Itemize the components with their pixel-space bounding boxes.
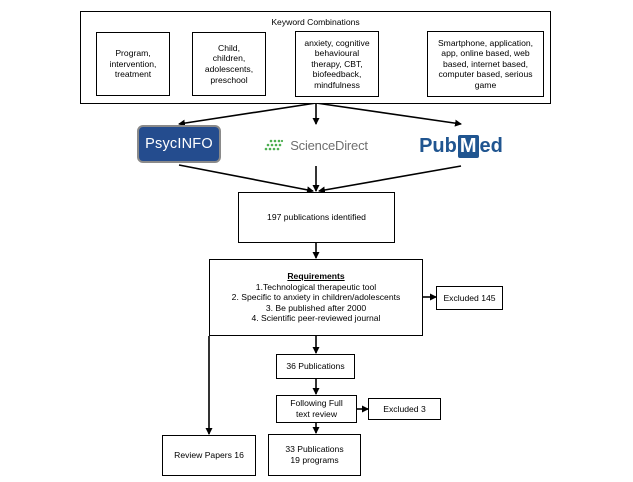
review-line: Following Full bbox=[290, 398, 343, 409]
keyword-line: computer based, serious bbox=[438, 69, 533, 80]
arrow-keywords-to-psycinfo bbox=[178, 102, 317, 127]
identified-text: 197 publications identified bbox=[267, 212, 366, 223]
psycinfo-logo: PsycINFO bbox=[137, 125, 221, 163]
keyword-line: treatment bbox=[114, 69, 152, 80]
requirement-item: 2. Specific to anxiety in children/adole… bbox=[231, 292, 401, 303]
full-text-review-box: Following Full text review bbox=[276, 395, 357, 423]
keyword-line: therapy, CBT, bbox=[311, 58, 363, 69]
excluded-145-box: Excluded 145 bbox=[436, 286, 503, 310]
publications-36-box: 36 Publications bbox=[276, 354, 355, 379]
keyword-line: preschool bbox=[210, 74, 248, 85]
sciencedirect-logo-text: ScienceDirect bbox=[290, 137, 368, 153]
keyword-group-program: Program, intervention, treatment bbox=[96, 32, 170, 96]
publications-36-text: 36 Publications bbox=[286, 361, 345, 372]
final-line: 19 programs bbox=[290, 455, 339, 465]
excluded-145-text: Excluded 145 bbox=[443, 292, 496, 303]
sciencedirect-logo: ScienceDirect bbox=[254, 126, 378, 164]
review-papers-box: Review Papers 16 bbox=[162, 435, 256, 476]
pubmed-logo-m: M bbox=[457, 134, 479, 158]
keyword-line: Program, bbox=[115, 48, 151, 59]
review-line: text review bbox=[295, 409, 338, 419]
excluded-3-text: Excluded 3 bbox=[383, 403, 426, 414]
arrow-keywords-to-pubmed bbox=[315, 102, 462, 127]
psycinfo-logo-text: PsycINFO bbox=[145, 136, 213, 152]
pubmed-logo-pub: Pub bbox=[419, 134, 457, 157]
keyword-combinations-title: Keyword Combinations bbox=[271, 17, 360, 27]
keyword-line: anxiety, cognitive bbox=[304, 37, 370, 48]
sciencedirect-dots-icon bbox=[264, 139, 284, 151]
arrow-psycinfo-to-identified bbox=[178, 164, 314, 194]
excluded-3-box: Excluded 3 bbox=[368, 398, 441, 420]
keyword-group-technology: Smartphone, application, app, online bas… bbox=[427, 31, 544, 97]
keyword-line: mindfulness bbox=[314, 79, 360, 90]
keyword-group-children: Child, children, adolescents, preschool bbox=[192, 32, 266, 96]
requirements-title: Requirements bbox=[287, 271, 345, 282]
keyword-group-therapy: anxiety, cognitive behavioural therapy, … bbox=[295, 31, 379, 97]
keyword-line: children, bbox=[212, 53, 246, 64]
final-line: 33 Publications bbox=[285, 444, 344, 455]
keyword-line: based, internet based, bbox=[442, 58, 529, 69]
requirement-item: 3. Be published after 2000 bbox=[265, 302, 367, 313]
requirements-box: Requirements 1.Technological therapeutic… bbox=[209, 259, 423, 336]
final-publications-box: 33 Publications 19 programs bbox=[268, 434, 361, 476]
keyword-line: behavioural bbox=[314, 48, 360, 59]
arrow-pubmed-to-identified bbox=[318, 165, 462, 194]
keyword-line: Smartphone, application, bbox=[437, 37, 534, 48]
pubmed-logo-ed: ed bbox=[479, 134, 503, 157]
keyword-line: biofeedback, bbox=[312, 69, 362, 80]
identified-box: 197 publications identified bbox=[238, 192, 395, 243]
keyword-line: app, online based, web bbox=[441, 48, 530, 59]
keyword-line: intervention, bbox=[109, 58, 157, 69]
requirement-item: 1.Technological therapeutic tool bbox=[255, 281, 377, 292]
review-papers-text: Review Papers 16 bbox=[174, 450, 244, 461]
keyword-line: game bbox=[474, 79, 497, 90]
requirement-item: 4. Scientific peer-reviewed journal bbox=[251, 313, 381, 324]
keyword-line: Child, bbox=[218, 42, 240, 53]
keyword-line: adolescents, bbox=[204, 64, 254, 74]
